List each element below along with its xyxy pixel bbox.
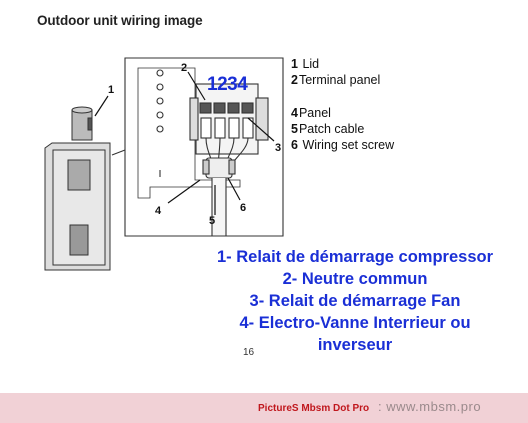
annotation-line-5: inverseur: [317, 336, 393, 354]
footer-url[interactable]: : www.mbsm.pro: [378, 399, 482, 414]
callout-5: 5: [209, 215, 216, 227]
annotation-line-4: 4- Electro-Vanne Interrieur ou: [239, 314, 471, 332]
footer-bar: PictureS Mbsm Dot Pro : www.mbsm.pro: [0, 393, 528, 423]
callout-1: 1: [108, 84, 115, 96]
callout-4: 4: [155, 205, 162, 217]
legend-item-4: 4Panel: [291, 106, 331, 120]
page-number: 16: [243, 347, 255, 358]
callout-6: 6: [240, 202, 247, 214]
callout-2: 2: [181, 62, 188, 74]
legend-item-1: 1 Lid: [291, 57, 320, 71]
legend-item-5: 5Patch cable: [291, 122, 365, 136]
callout-3: 3: [275, 142, 282, 154]
legend-item-6: 6 Wiring set screw: [291, 138, 395, 152]
legend-item-2: 2Terminal panel: [291, 73, 381, 87]
annotation-line-2: 2- Neutre commun: [282, 270, 428, 288]
control-panel: [124, 57, 284, 237]
terminal-numbers: 1234: [207, 74, 248, 95]
footer-label: PictureS Mbsm Dot Pro: [258, 403, 370, 414]
annotation-line-1: 1- Relait de démarrage compressor: [216, 248, 494, 266]
page-title: Outdoor unit wiring image: [37, 13, 203, 28]
annotation-line-3: 3- Relait de démarrage Fan: [249, 292, 461, 310]
outdoor-unit-illustration: [44, 106, 126, 271]
